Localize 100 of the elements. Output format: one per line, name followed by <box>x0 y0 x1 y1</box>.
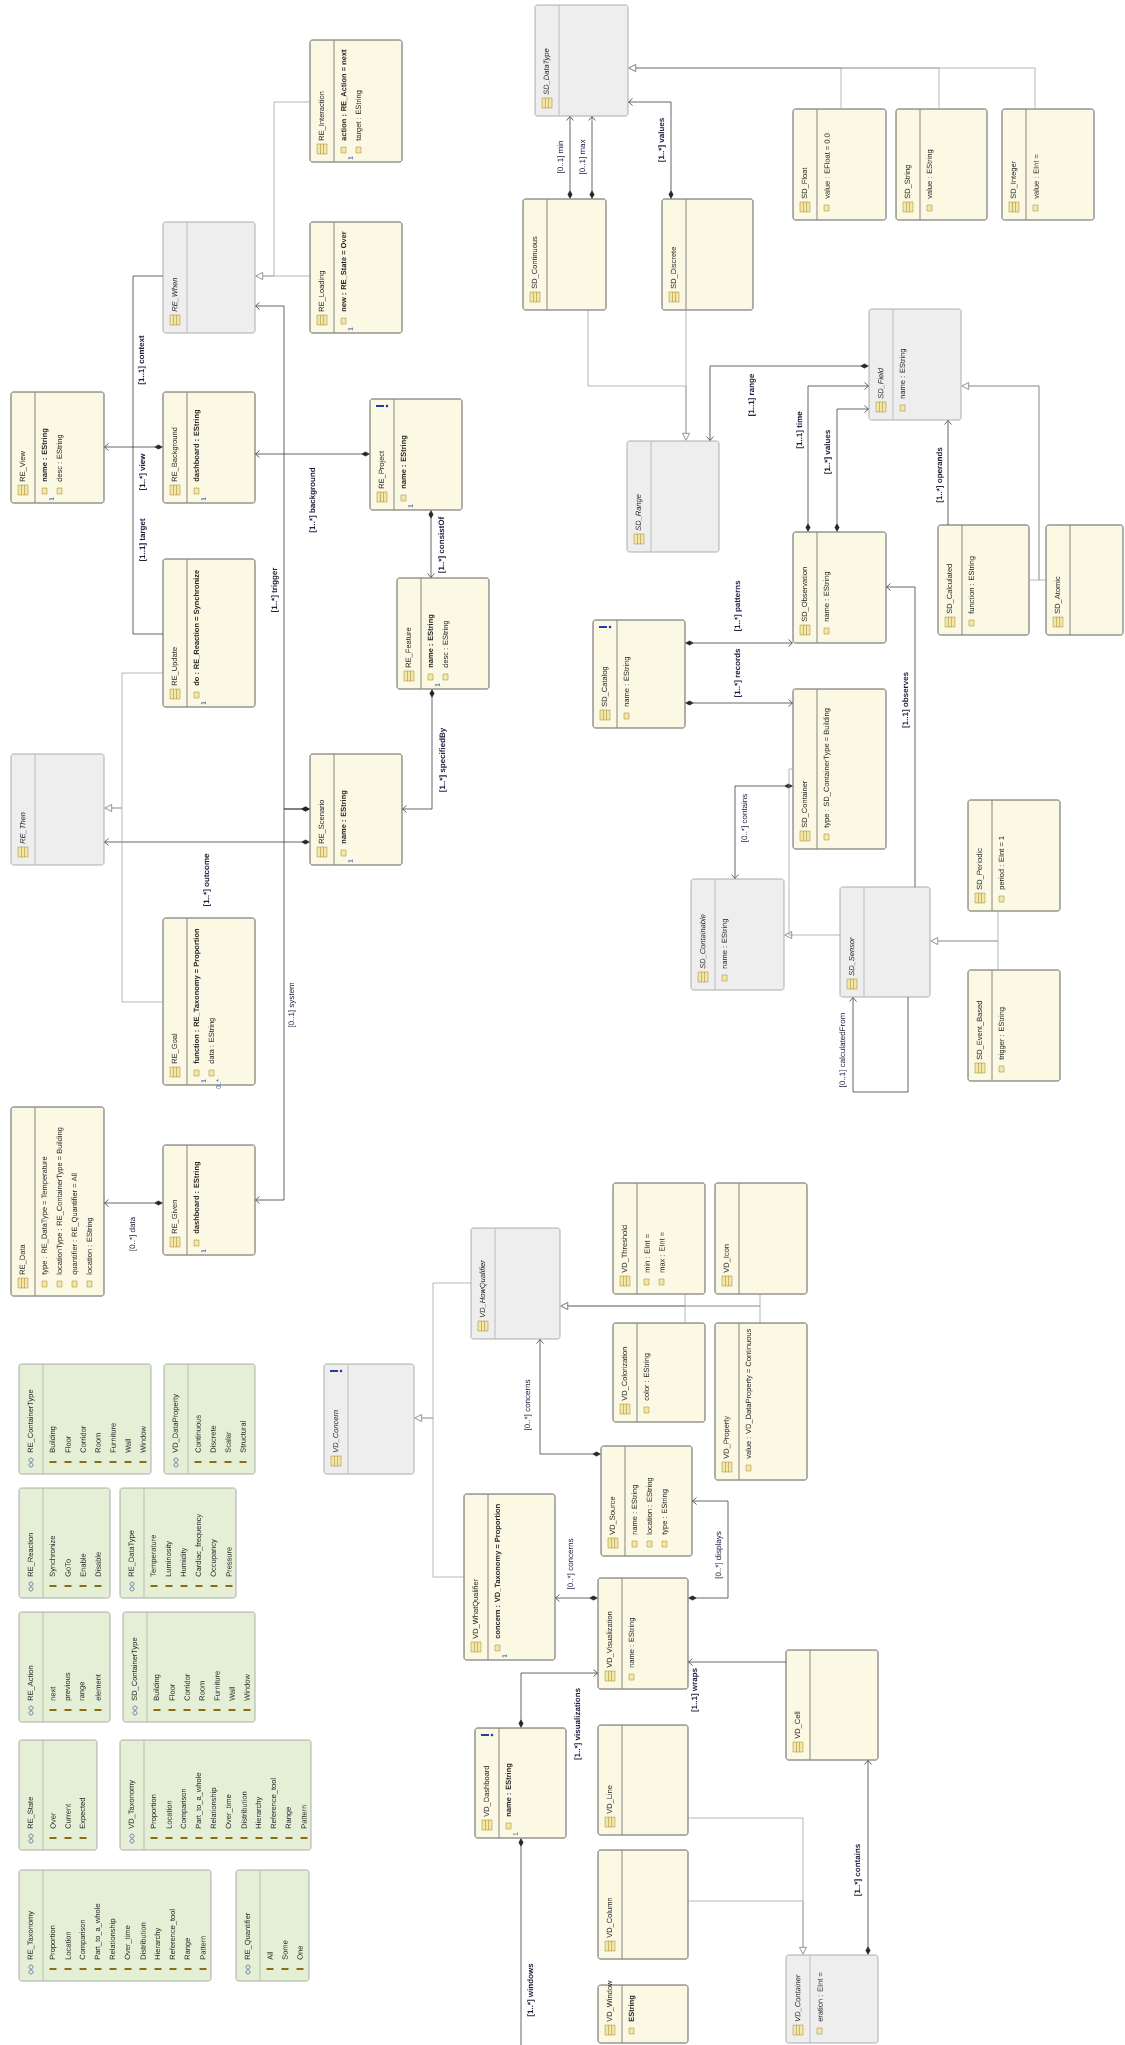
class-box <box>597 1980 689 2044</box>
edge-label: [0..*] contains <box>740 793 750 843</box>
association-line <box>132 275 164 635</box>
class-box <box>597 1577 689 1690</box>
class-box <box>661 198 754 311</box>
enum-box <box>122 1611 256 1723</box>
edge-label: [0..1] min <box>556 139 566 175</box>
class-box <box>967 969 1061 1082</box>
association-arrow <box>104 443 163 451</box>
edge-label: [1..1] range <box>747 373 757 417</box>
class-box <box>612 1182 706 1295</box>
edge-label: [1..1] wraps <box>690 1667 700 1713</box>
association-arrow <box>536 1339 601 1457</box>
edge-label: [0..1] calculatedFrom <box>838 1012 848 1088</box>
edge-label: [1..*] records <box>733 647 743 699</box>
edge-label: [1..*] view <box>138 452 148 492</box>
association-arrow <box>628 98 674 199</box>
edge-label: [1..*] outcome <box>202 852 212 908</box>
enum-box <box>119 1739 312 1851</box>
edge-label: [1..*] visualizations <box>573 1687 583 1761</box>
inheritance-arrow <box>687 1900 807 1955</box>
association-arrow <box>588 116 596 199</box>
abstract-class-box <box>785 1954 879 2044</box>
class-box <box>463 1493 556 1661</box>
enum-box <box>18 1611 111 1723</box>
association-arrow <box>427 510 435 578</box>
class-box <box>474 1727 567 1839</box>
inheritance-arrow <box>628 64 1036 110</box>
association-arrow <box>886 583 916 888</box>
association-arrow <box>834 405 869 532</box>
association-arrow <box>706 363 869 441</box>
edge-label: [1..1] time <box>795 410 805 450</box>
association-arrow <box>255 806 310 1204</box>
class-box <box>937 524 1030 636</box>
enum-box <box>163 1363 256 1475</box>
abstract-class-box <box>626 440 720 553</box>
edge-label: [1..*] values <box>657 117 667 163</box>
association-arrow <box>402 689 435 813</box>
edge-label: [0..1] max <box>578 138 588 176</box>
class-box <box>792 688 887 850</box>
class-box <box>967 799 1061 912</box>
enum-box <box>18 1363 152 1475</box>
abstract-class-box <box>10 753 105 866</box>
edge-label: [1..*] specifiedBy <box>438 727 448 793</box>
class-box <box>369 398 463 511</box>
class-box <box>600 1445 693 1557</box>
edge-label: [1..*] values <box>823 429 833 475</box>
class-box <box>612 1322 706 1423</box>
inheritance-arrow <box>414 1414 465 1578</box>
edge-label: [0..*] data <box>128 1216 138 1252</box>
association-arrow <box>688 1658 787 1666</box>
association-arrow <box>566 116 574 199</box>
abstract-class-box <box>162 221 256 334</box>
edge-label: [0..*] concerns <box>523 1378 533 1432</box>
class-box <box>597 1849 689 1960</box>
abstract-class-box <box>839 886 931 998</box>
class-box <box>714 1322 808 1481</box>
edge-label: [1..*] trigger <box>270 566 280 614</box>
association-arrow <box>685 699 793 707</box>
enum-box <box>18 1739 98 1851</box>
association-arrow <box>104 838 310 846</box>
edge-label: [1..*] consistOf <box>437 516 447 574</box>
edge-label: [1..*] operands <box>935 446 945 504</box>
class-box <box>592 619 686 729</box>
abstract-class-box <box>470 1227 561 1340</box>
enum-box <box>119 1487 237 1599</box>
class-box <box>162 391 256 504</box>
class-box <box>10 1106 105 1297</box>
class-box <box>10 391 105 504</box>
edge-label: [0..*] displays <box>714 1530 724 1580</box>
class-box <box>792 108 887 221</box>
class-box <box>714 1182 808 1295</box>
association-arrow <box>731 783 793 879</box>
association-arrow <box>518 1669 598 1728</box>
association-arrow <box>555 1594 598 1602</box>
association-arrow <box>849 996 909 1093</box>
edge-label: [1..*] windows <box>526 1962 536 2018</box>
abstract-class-box <box>868 308 962 421</box>
inheritance-arrow <box>255 272 311 280</box>
edge-label: [1..1] context <box>137 334 147 386</box>
composition-line <box>518 1838 524 2045</box>
edge-label: [1..1] observes <box>901 671 911 729</box>
class-box <box>309 753 403 866</box>
inheritance-arrow <box>560 1302 761 1324</box>
association-arrow <box>805 382 869 532</box>
class-box <box>309 39 403 163</box>
association-arrow <box>688 1497 729 1601</box>
abstract-class-box <box>690 878 785 991</box>
inheritance-arrow <box>682 309 690 441</box>
association-arrow <box>864 1760 872 1955</box>
class-box <box>396 577 490 690</box>
association-arrow <box>255 450 370 458</box>
inheritance-arrow <box>784 931 841 939</box>
class-box <box>785 1649 879 1761</box>
class-box <box>895 108 988 221</box>
edge-label: [0..1] system <box>287 981 297 1029</box>
edge-label: [1..*] contains <box>853 1843 863 1897</box>
class-box <box>792 531 887 644</box>
association-arrow <box>685 639 793 647</box>
class-box <box>522 198 607 311</box>
